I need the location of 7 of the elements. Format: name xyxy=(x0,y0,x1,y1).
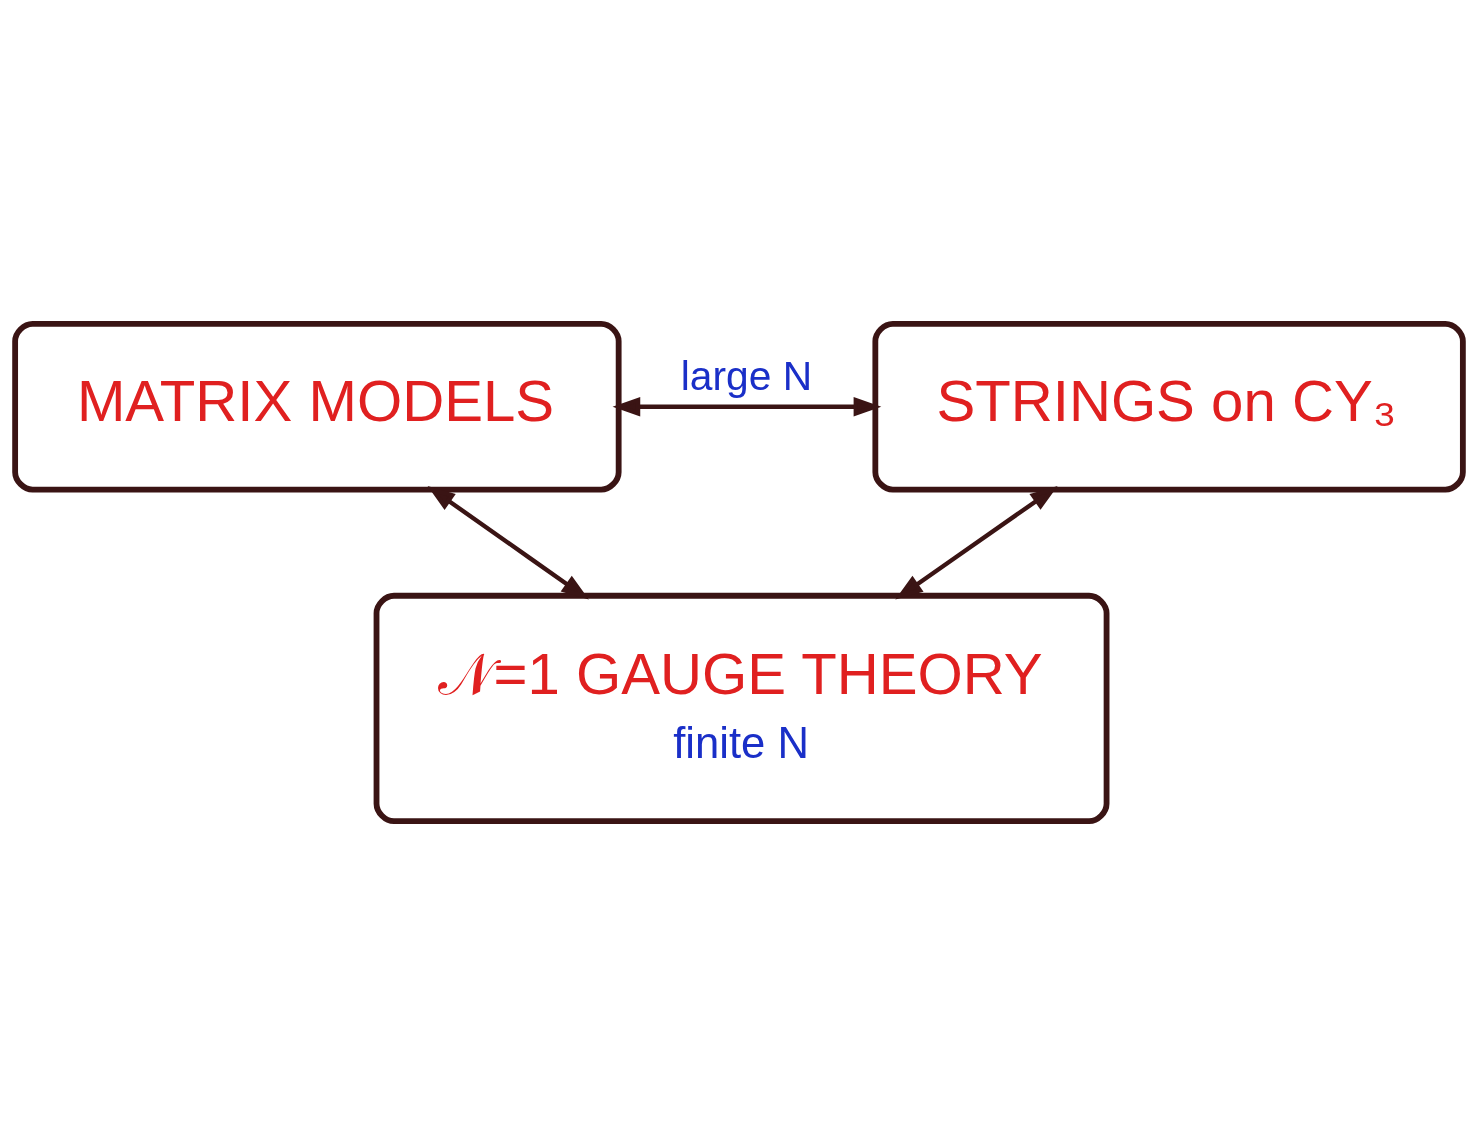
arrow xyxy=(612,396,882,416)
node-box: MATRIX MODELS xyxy=(12,320,622,493)
node-box: 𝒩=1 GAUGE THEORY finite N xyxy=(373,592,1110,824)
arrow xyxy=(427,485,589,600)
edge-label: large N xyxy=(680,352,813,399)
arrow xyxy=(895,485,1058,600)
node-box: STRINGS on CY₃ xyxy=(872,320,1466,493)
